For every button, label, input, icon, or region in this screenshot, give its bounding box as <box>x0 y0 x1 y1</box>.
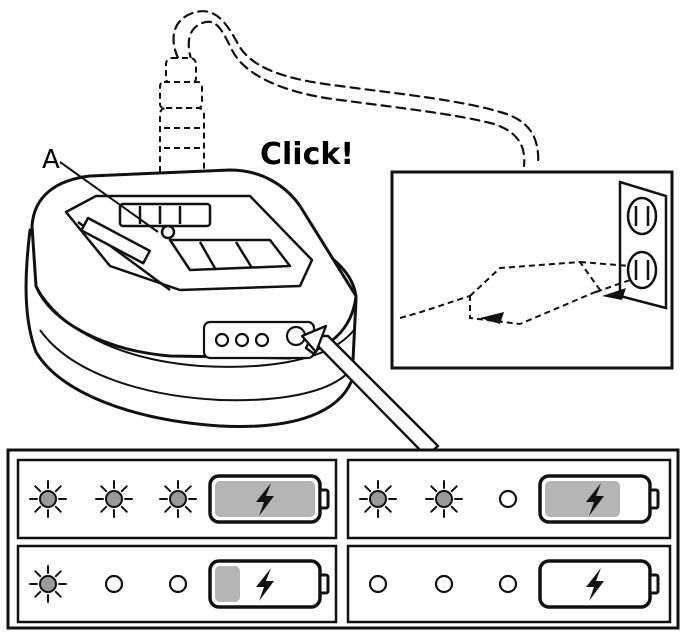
power-cable <box>172 10 540 168</box>
battery-bolt-icon <box>208 474 330 524</box>
battery-bolt-icon <box>538 559 660 609</box>
socket-inset <box>390 170 674 370</box>
click-label: Click! <box>260 137 354 172</box>
indicator-cell-1 <box>16 458 338 540</box>
wall-socket-icon <box>618 180 668 310</box>
battery-charge-fill <box>545 481 620 517</box>
led-off-icon <box>104 574 124 594</box>
led-on-icon <box>29 480 67 518</box>
led-on-icon <box>359 480 397 518</box>
battery-mount <box>64 194 314 292</box>
battery-charge-fill <box>215 566 240 602</box>
indicator-cell-2 <box>346 458 672 540</box>
indicator-cell-4 <box>346 544 672 624</box>
part-a-label: A <box>42 145 60 175</box>
insert-arrows <box>480 288 626 324</box>
led-on-icon <box>425 480 463 518</box>
charger-led-panel <box>202 320 316 360</box>
lightning-bolt-icon <box>586 483 604 516</box>
adapter-plug <box>399 260 631 326</box>
led-off-icon <box>368 574 388 594</box>
battery-bolt-icon <box>208 559 330 609</box>
led-off-icon <box>168 574 188 594</box>
led-on-icon <box>159 480 197 518</box>
part-a-leader-line <box>59 161 159 233</box>
lightning-bolt-icon <box>256 483 274 516</box>
led-on-icon <box>95 480 133 518</box>
indicator-table <box>6 448 680 630</box>
indicator-cell-3 <box>16 544 338 624</box>
led-on-icon <box>29 565 67 603</box>
led-off-icon <box>498 574 518 594</box>
lightning-bolt-icon <box>586 568 604 601</box>
led-off-icon <box>434 574 454 594</box>
battery-bolt-icon <box>538 474 660 524</box>
led-off-icon <box>498 489 518 509</box>
lightning-bolt-icon <box>256 568 274 601</box>
